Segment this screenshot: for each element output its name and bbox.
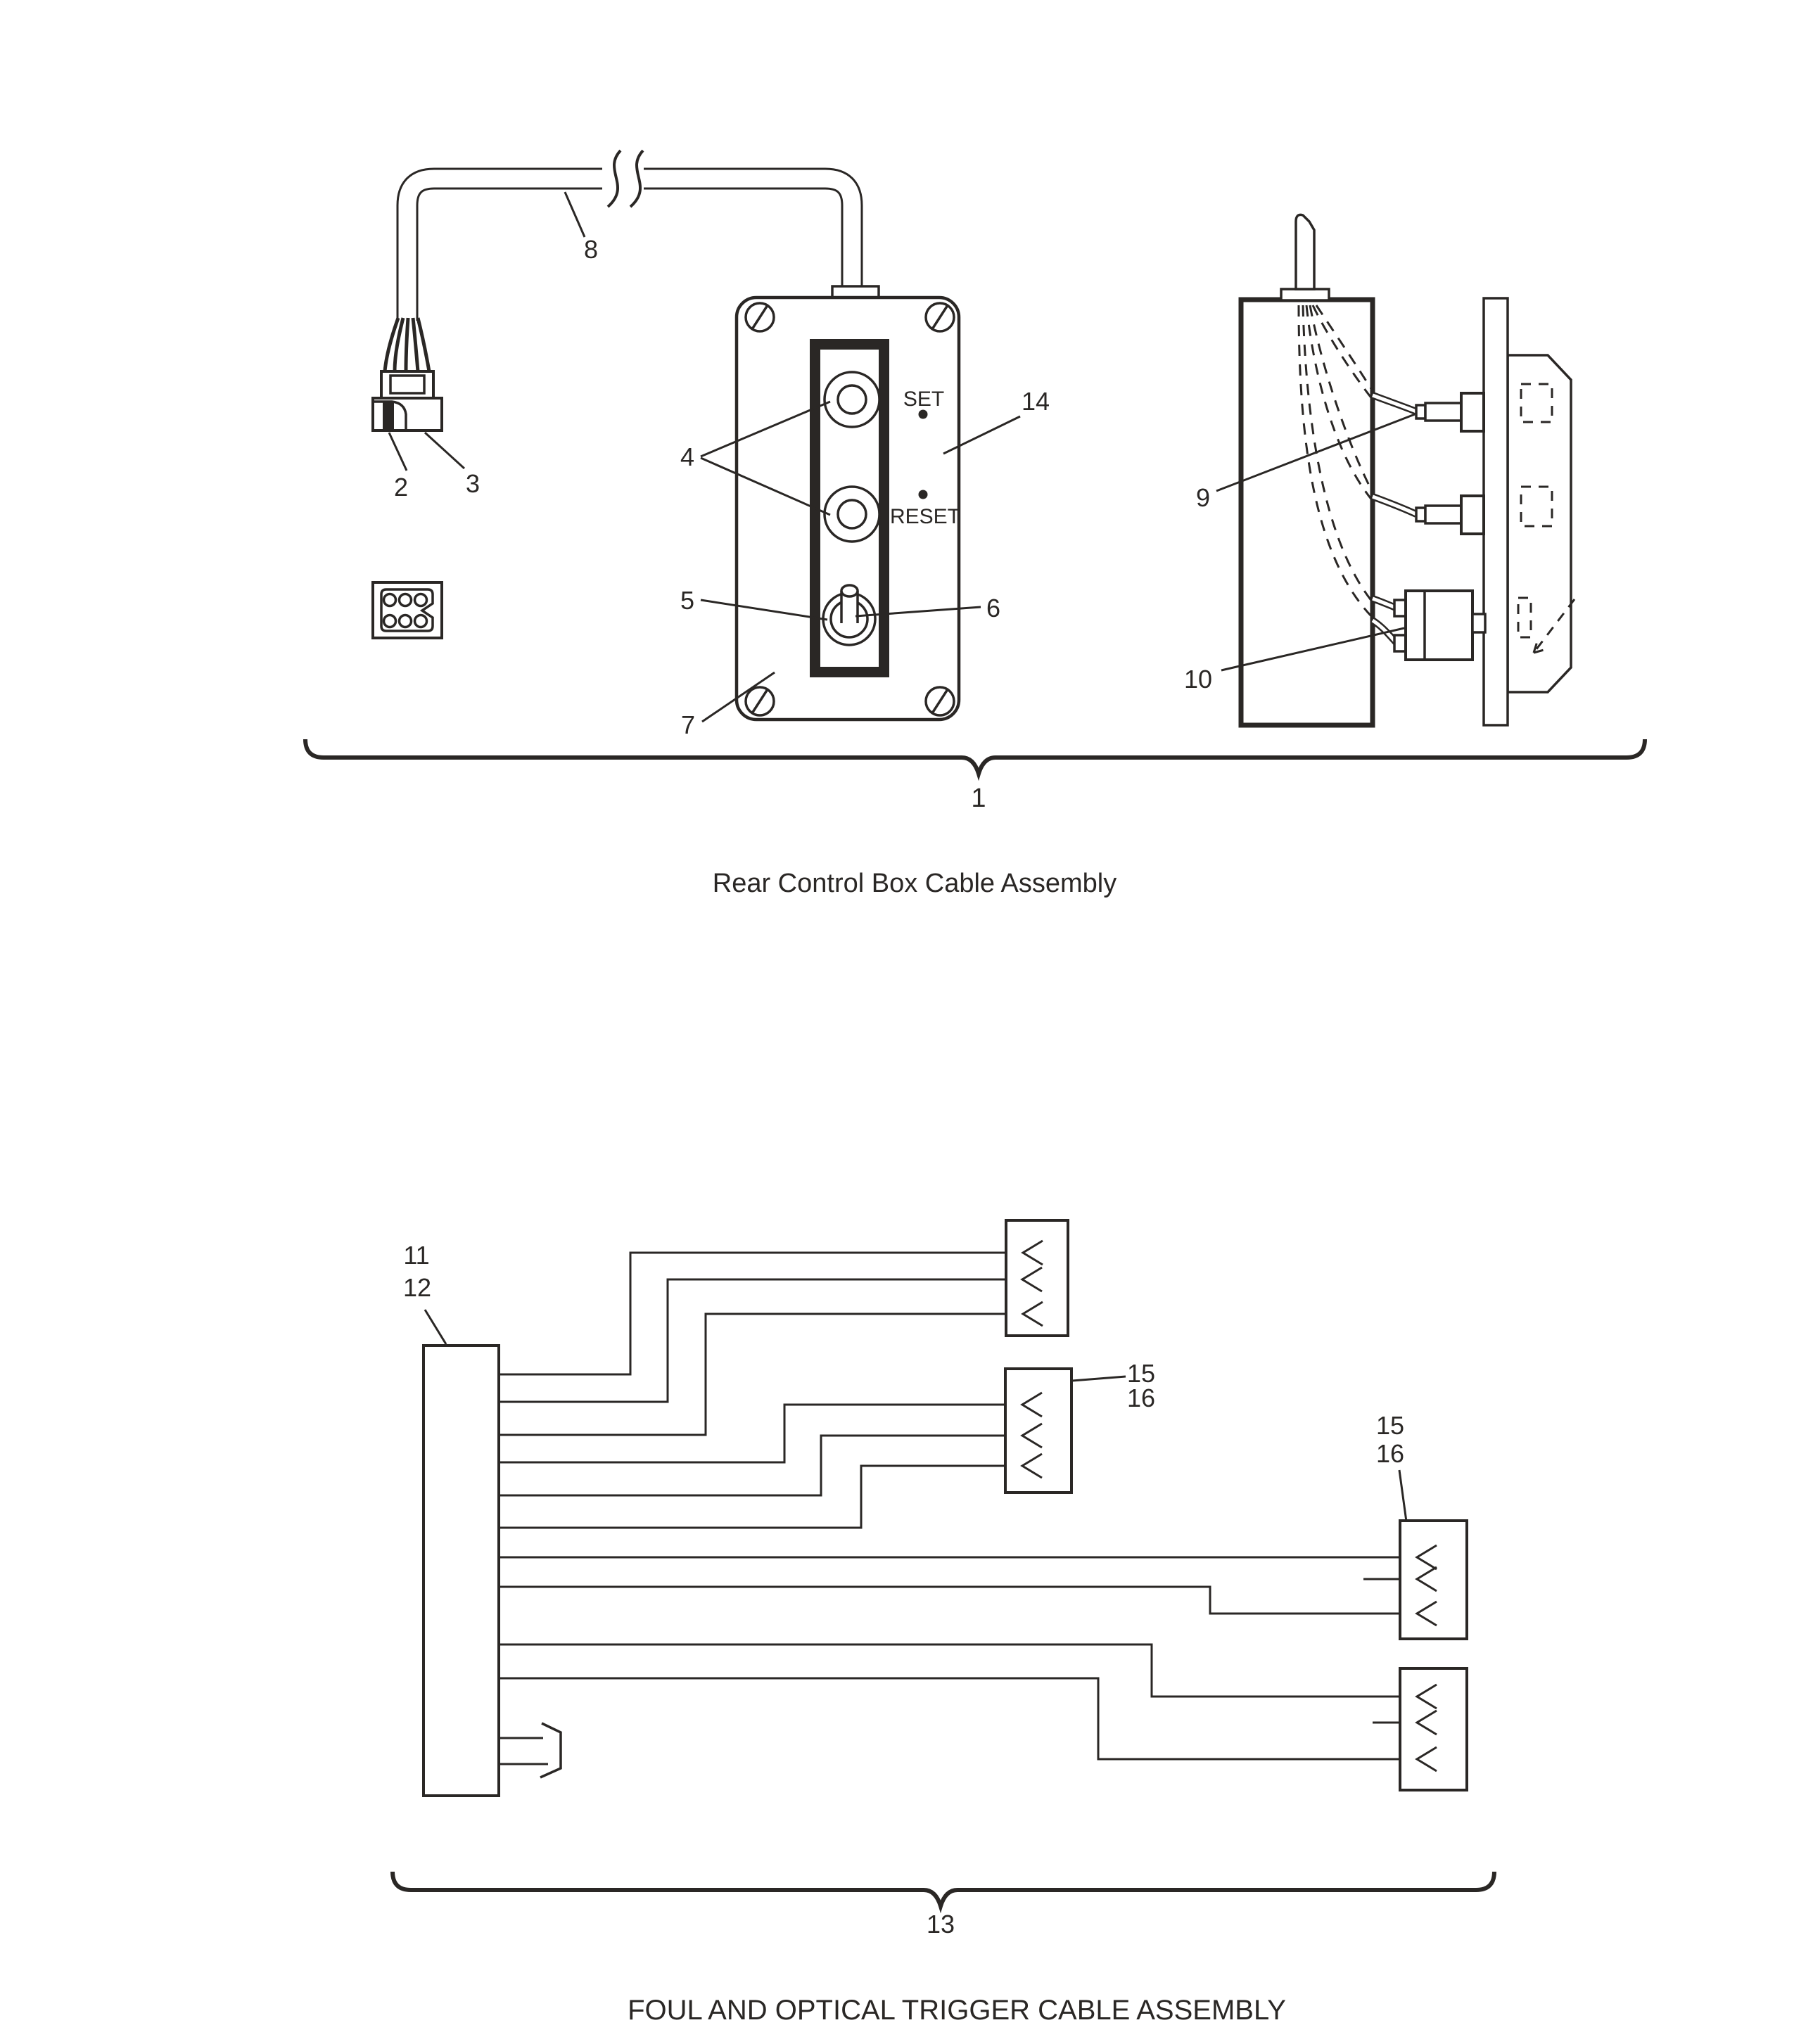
contact-chevron <box>1415 1683 1437 1710</box>
upper-lamp-connector <box>1415 392 1485 433</box>
cable-tube <box>396 149 863 321</box>
hidden-detail-dashes <box>1517 383 1576 654</box>
assembly-brace <box>303 739 1647 781</box>
harness-wires <box>499 1251 1417 1779</box>
part-label-15: 15 <box>1376 1411 1404 1440</box>
foul-optical-trigger-assembly: 11 12 <box>390 1219 1496 2026</box>
part-label-14: 14 <box>1022 387 1050 416</box>
cable-right-outline <box>644 167 863 288</box>
reset-legend: RESET <box>890 505 960 528</box>
toggle-switch[interactable] <box>822 584 877 646</box>
contact-chevron <box>1415 1746 1437 1772</box>
flat-cable-end <box>1294 213 1316 290</box>
contact-chevron <box>1021 1239 1043 1266</box>
terminal-block-b <box>1004 1367 1073 1494</box>
part-label-4: 4 <box>680 442 694 471</box>
part-label-10: 10 <box>1184 665 1212 694</box>
connector-key-profile <box>374 400 407 430</box>
foul-stub-bracket <box>540 1722 562 1779</box>
lamp-housing <box>1506 354 1572 694</box>
top-assembly-caption: Rear Control Box Cable Assembly <box>713 869 1117 898</box>
contact-chevron <box>1020 1452 1043 1479</box>
part-label-6: 6 <box>986 594 1000 622</box>
terminal-block-d <box>1399 1667 1468 1791</box>
terminal-callout-middle: 15 16 <box>1071 1359 1155 1412</box>
reset-indicator-dot <box>918 490 928 499</box>
set-indicator-dot <box>918 409 928 419</box>
contact-chevron <box>1415 1544 1437 1571</box>
cable-left-fill <box>398 170 602 321</box>
wire <box>499 1251 1023 1376</box>
connector-key-stripe <box>383 402 394 429</box>
contact-chevron <box>1415 1709 1437 1736</box>
reset-button[interactable] <box>823 485 881 543</box>
part-label-13: 13 <box>927 1910 955 1938</box>
cable-fan-wires <box>383 317 431 372</box>
cable-right-fill <box>644 170 861 288</box>
part-label-7: 7 <box>681 710 695 739</box>
connector-latch-window <box>389 374 426 395</box>
screw-icon <box>924 302 955 333</box>
harness-main-connector <box>422 1344 500 1797</box>
sensor-subassembly <box>1238 213 1576 728</box>
control-box: SET RESET <box>734 285 961 722</box>
terminal-block-c <box>1399 1519 1468 1640</box>
contact-chevron <box>1415 1566 1437 1592</box>
contact-chevron <box>1020 1391 1043 1418</box>
cable-connector <box>371 370 443 432</box>
cable-left-outline <box>396 167 602 321</box>
part-label-16: 16 <box>1376 1439 1404 1468</box>
screw-icon <box>744 302 775 333</box>
contact-chevron <box>1021 1301 1043 1327</box>
lower-lamp-connector <box>1393 589 1487 661</box>
wire <box>499 1585 1417 1615</box>
set-legend: SET <box>903 388 944 411</box>
screw-icon <box>744 686 775 717</box>
wire <box>499 1278 1022 1403</box>
part-label-5: 5 <box>680 586 694 615</box>
wire <box>499 1464 1022 1529</box>
wire <box>499 1677 1417 1761</box>
part-label-15: 15 <box>1127 1359 1155 1388</box>
part-label-8: 8 <box>584 235 598 264</box>
internal-wiring-dashes <box>1297 305 1374 619</box>
contact-chevron <box>1415 1600 1437 1627</box>
assembly-brace <box>390 1871 1496 1914</box>
wire <box>499 1643 1417 1698</box>
bottom-assembly-caption: FOUL AND OPTICAL TRIGGER CABLE ASSEMBLY <box>628 1995 1286 2026</box>
terminal-block-a <box>1005 1219 1069 1337</box>
wire <box>499 1403 1022 1464</box>
junction-box-gland <box>1280 288 1330 302</box>
cable-break-icon <box>606 149 644 208</box>
set-button[interactable] <box>823 371 881 428</box>
screw-icon <box>924 686 955 717</box>
part-label-9: 9 <box>1196 483 1210 512</box>
mounting-plate <box>1482 297 1509 727</box>
part-label-11: 11 <box>403 1241 429 1270</box>
part-label-1: 1 <box>971 784 986 813</box>
middle-lamp-connector <box>1415 494 1485 535</box>
toggle-lever[interactable] <box>840 584 859 598</box>
contact-chevron <box>1020 1422 1043 1449</box>
part-label-16: 16 <box>1127 1384 1155 1412</box>
wire <box>499 1312 1023 1436</box>
pin-connector-face-icon <box>371 581 443 639</box>
contact-chevron <box>1020 1266 1043 1293</box>
part-label-12: 12 <box>403 1273 431 1302</box>
terminal-callout-right: 15 16 <box>1376 1411 1408 1522</box>
top-callouts: 8 2 3 4 5 6 7 14 9 10 <box>388 191 1416 739</box>
part-label-3: 3 <box>466 469 480 498</box>
part-label-2: 2 <box>394 473 408 502</box>
rear-control-box-assembly: SET RESET <box>303 149 1647 898</box>
wire <box>499 1434 1022 1497</box>
